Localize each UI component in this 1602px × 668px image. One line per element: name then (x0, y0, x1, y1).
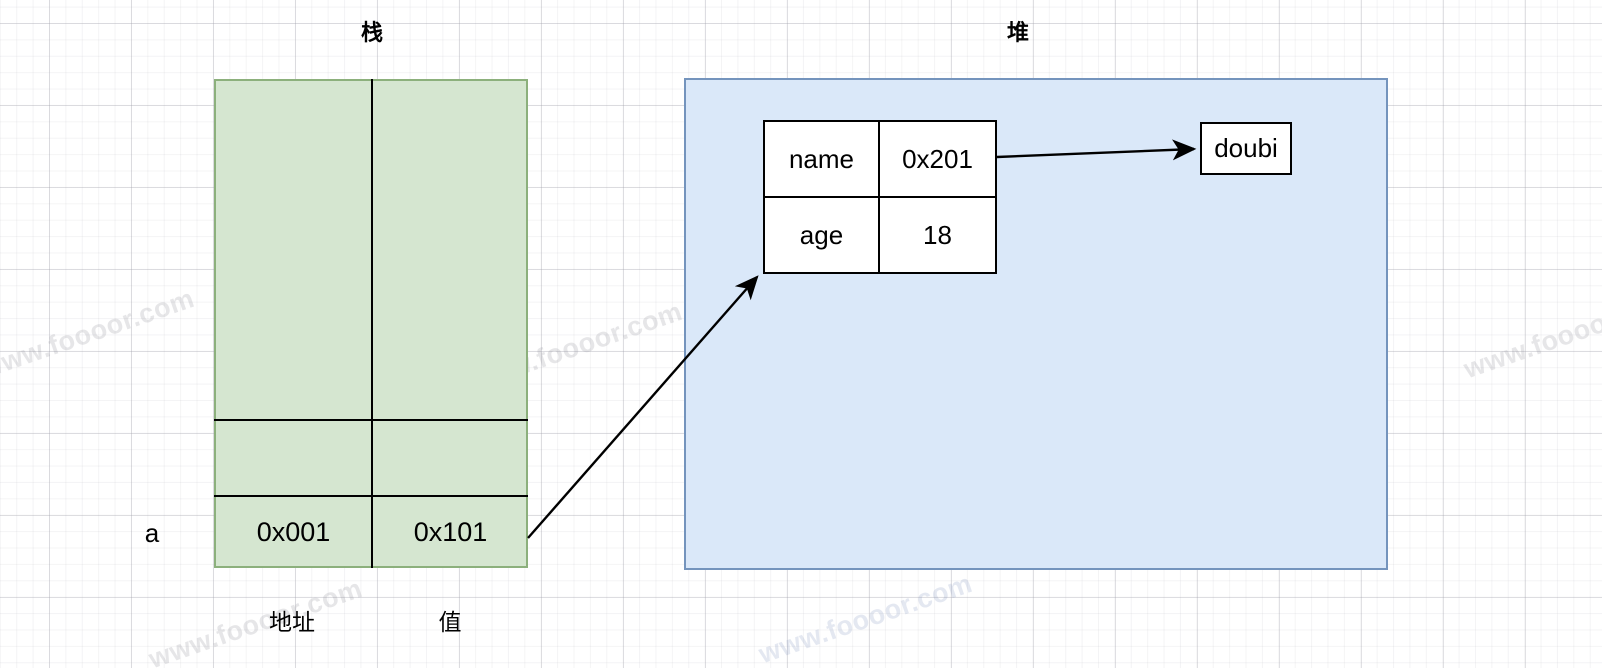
stack-row-address-value: 0x001 (256, 517, 331, 547)
stack-column-label-address: 地址 (269, 609, 315, 635)
stack-row-value-value: 0x101 (413, 517, 488, 547)
stack-variable-label: a (144, 518, 160, 548)
stack-region-title: 栈 (360, 20, 383, 45)
heap-object-table: name 0x201 age 18 (763, 120, 997, 274)
watermark: www.foooor.com (0, 283, 199, 385)
stack-column-label-value: 值 (438, 609, 462, 635)
heap-object-key: age (799, 219, 844, 250)
watermark: www.foooor.com (754, 568, 977, 668)
table-row: age 18 (765, 196, 995, 272)
watermark: www.foooor.com (1459, 283, 1602, 385)
stack-row-divider-upper (214, 419, 528, 421)
stack-row-divider-lower (214, 495, 528, 497)
heap-object-value: 0x201 (878, 122, 995, 196)
heap-object-value: 18 (878, 198, 995, 272)
heap-object-key: name (788, 143, 855, 174)
heap-region-title: 堆 (1006, 20, 1029, 45)
table-row: name 0x201 (765, 122, 995, 196)
heap-string-box: doubi (1200, 122, 1292, 175)
stack-column-divider (371, 79, 373, 568)
